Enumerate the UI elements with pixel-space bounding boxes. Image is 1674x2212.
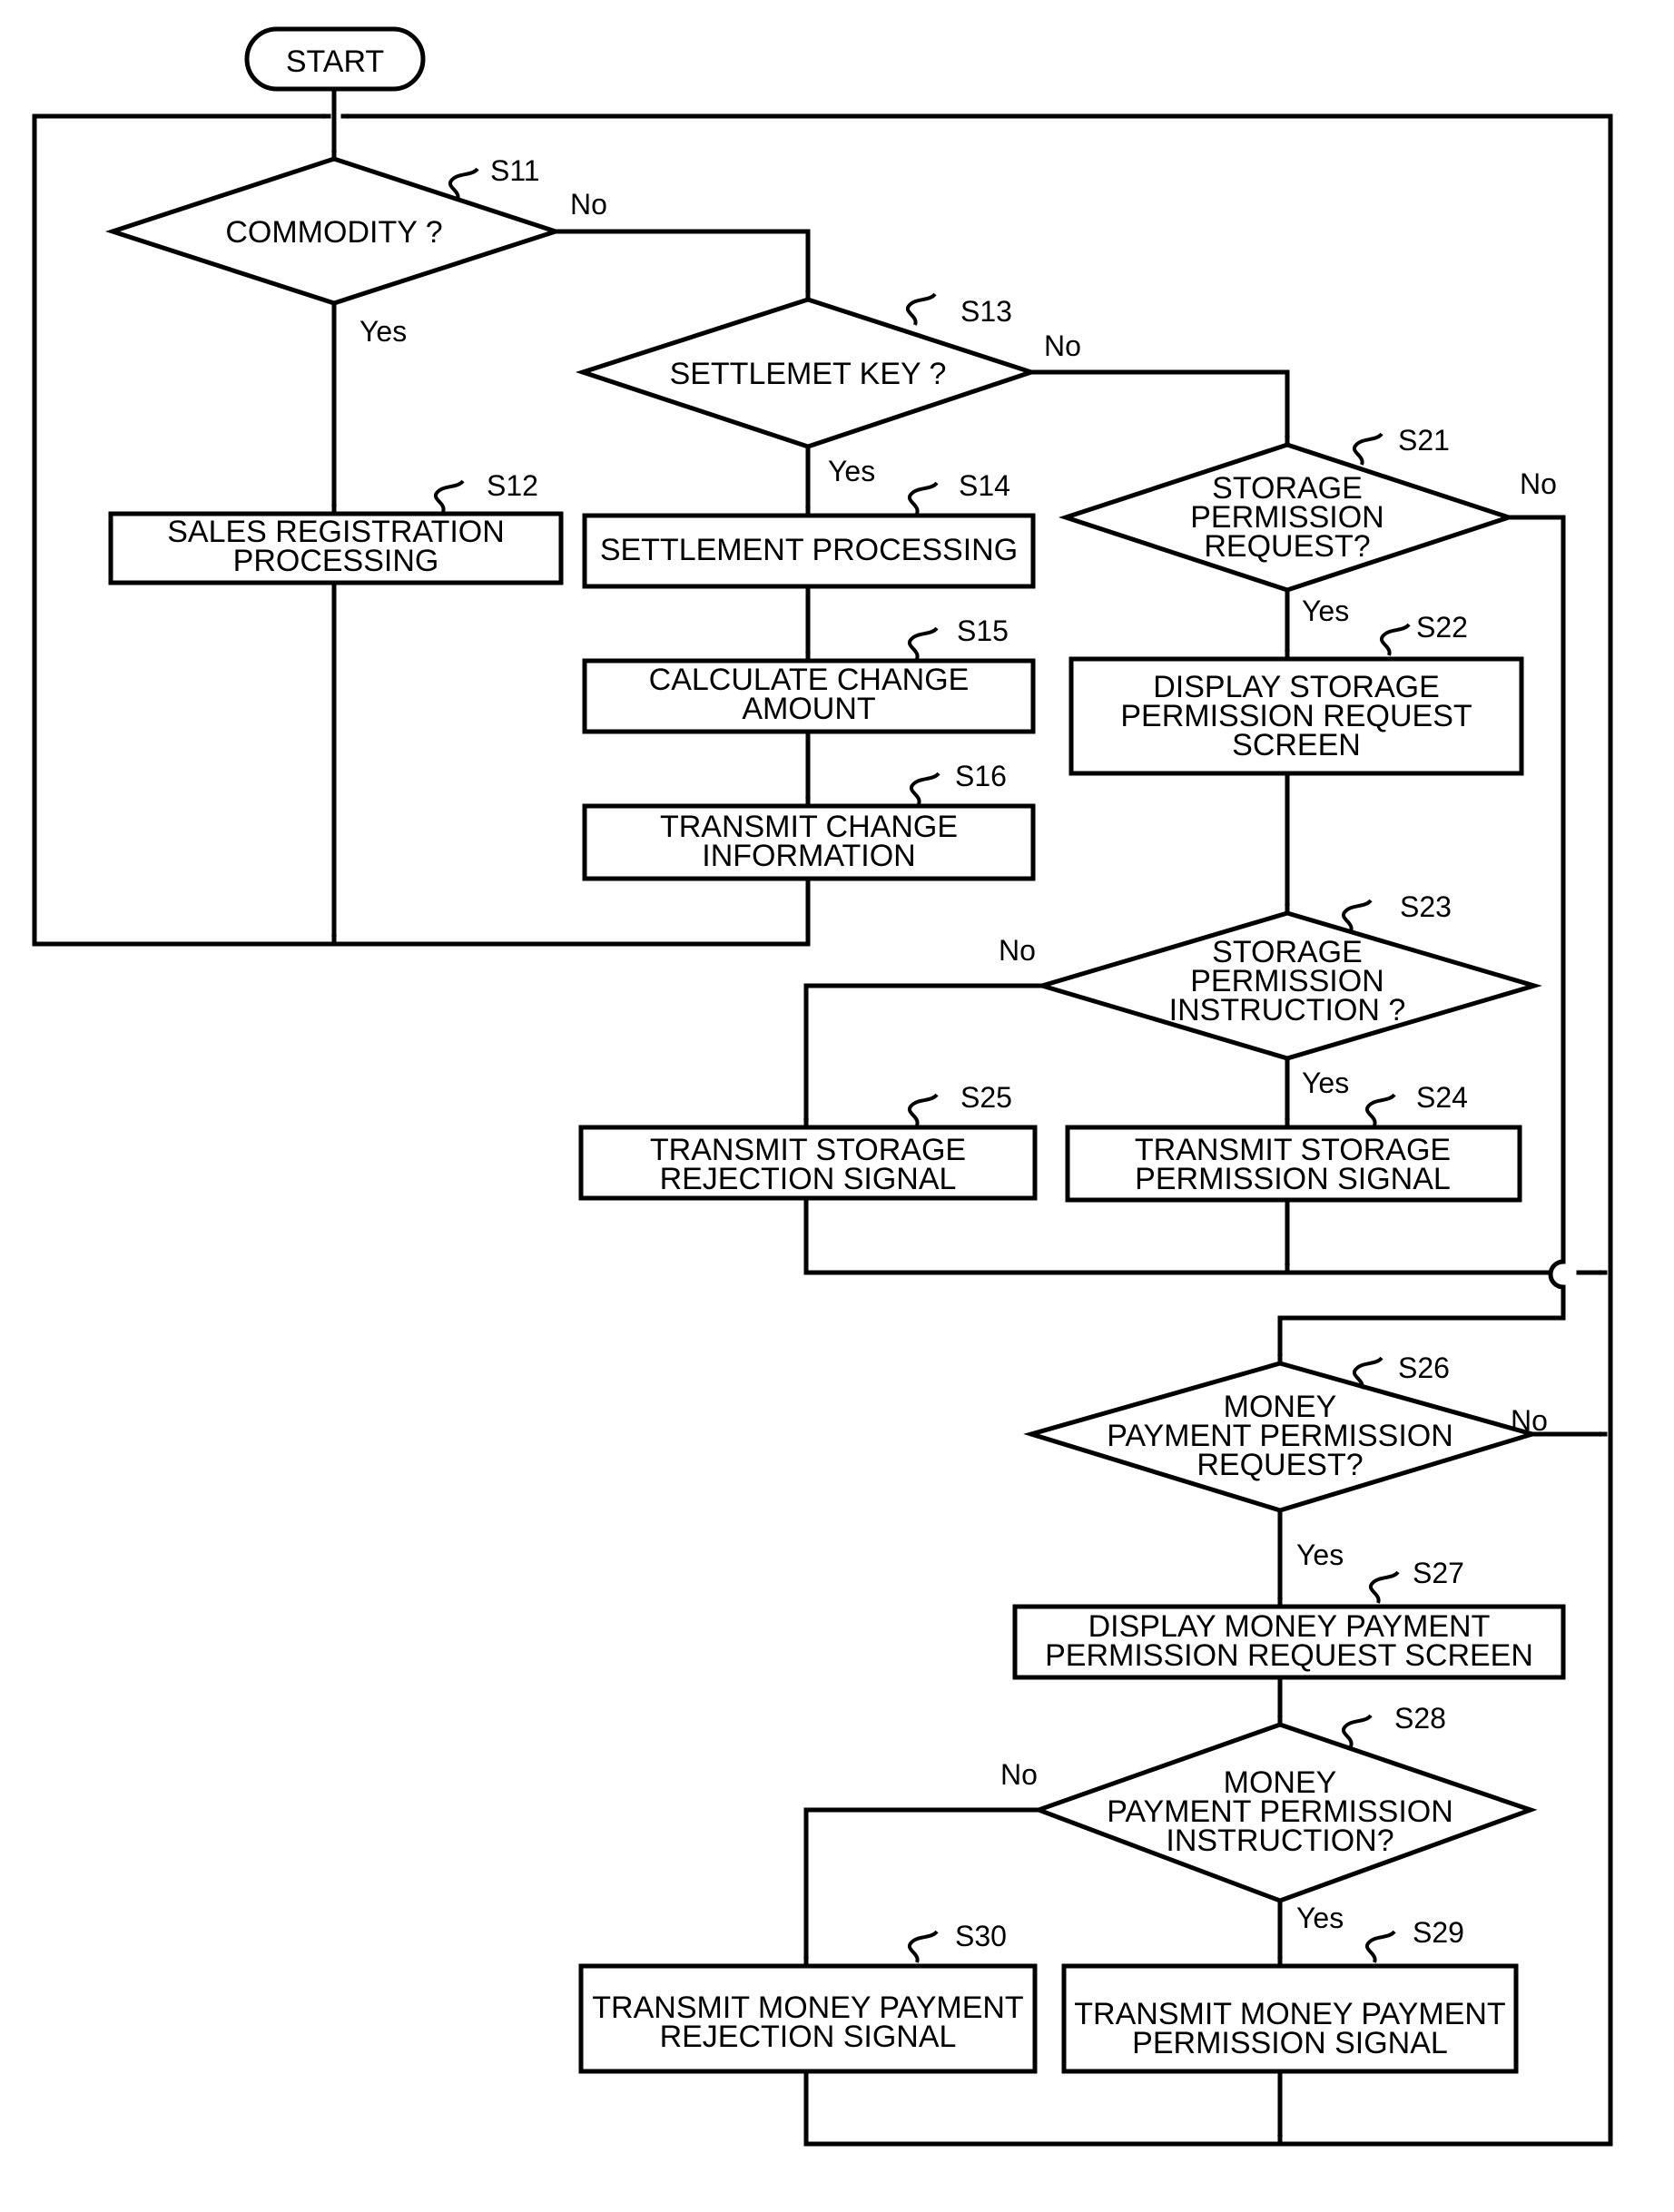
label-line: INSTRUCTION ? [1169, 993, 1406, 1027]
label-line: COMMODITY ? [225, 215, 442, 250]
line-s30-merge [806, 2071, 1280, 2144]
label-line: REQUEST? [1204, 529, 1370, 564]
process-s24: TRANSMIT STORAGEPERMISSION SIGNAL [1068, 1127, 1520, 1200]
s11-no-label: No [570, 188, 607, 221]
process-s30: TRANSMIT MONEY PAYMENTREJECTION SIGNAL [581, 1966, 1035, 2071]
label-line: SCREEN [1232, 728, 1361, 762]
process-s14: SETTLEMENT PROCESSING [585, 516, 1033, 586]
s28-id: S28 [1394, 1702, 1446, 1735]
s24-text: TRANSMIT STORAGEPERMISSION SIGNAL [1135, 1133, 1451, 1196]
label-line: REJECTION SIGNAL [660, 1162, 957, 1196]
label-line: SETTLEMET KEY ? [670, 357, 947, 391]
label-line: PERMISSION SIGNAL [1135, 1162, 1451, 1196]
label-line: INFORMATION [702, 839, 915, 873]
process-s25: TRANSMIT STORAGEREJECTION SIGNAL [581, 1127, 1035, 1198]
start-terminal: START [247, 29, 423, 89]
decision-s21: STORAGEPERMISSIONREQUEST? [1066, 445, 1509, 590]
s24-id: S24 [1416, 1081, 1468, 1114]
s26-yes-label: Yes [1296, 1539, 1344, 1571]
s27-id: S27 [1413, 1557, 1464, 1589]
process-s15: CALCULATE CHANGEAMOUNT [585, 661, 1033, 732]
process-s29: TRANSMIT MONEY PAYMENTPERMISSION SIGNAL [1064, 1966, 1516, 2071]
s14-text: SETTLEMENT PROCESSING [600, 533, 1018, 567]
label-line: INSTRUCTION? [1166, 1824, 1393, 1858]
s23-no-label: No [999, 934, 1036, 967]
s26-id: S26 [1398, 1352, 1450, 1384]
process-s27: DISPLAY MONEY PAYMENTPERMISSION REQUEST … [1015, 1607, 1563, 1677]
label-line: PROCESSING [233, 544, 439, 578]
s21-yes-label: Yes [1302, 595, 1349, 627]
s28-no-label: No [1000, 1758, 1038, 1791]
s28-yes-label: Yes [1296, 1902, 1344, 1934]
label-line: REQUEST? [1196, 1448, 1363, 1482]
s23-yes-label: Yes [1302, 1067, 1349, 1099]
s26-no-label: No [1511, 1404, 1548, 1437]
s29-text: TRANSMIT MONEY PAYMENTPERMISSION SIGNAL [1074, 1997, 1505, 2060]
s30-id: S30 [955, 1920, 1007, 1952]
s27-text: DISPLAY MONEY PAYMENTPERMISSION REQUEST … [1045, 1609, 1533, 1673]
s13-no-label: No [1044, 329, 1081, 362]
s13-text: SETTLEMET KEY ? [670, 357, 947, 391]
s21-text: STORAGEPERMISSIONREQUEST? [1190, 471, 1384, 564]
line-s25-merge [806, 1198, 1548, 1273]
s29-id: S29 [1413, 1916, 1464, 1949]
s11-text: COMMODITY ? [225, 215, 442, 250]
s16-text: TRANSMIT CHANGEINFORMATION [660, 810, 958, 873]
s11-id: S11 [490, 154, 540, 187]
label-line: REJECTION SIGNAL [660, 2020, 957, 2054]
line-s16-join [334, 879, 808, 944]
start-label: START [286, 44, 384, 79]
s21-no-label: No [1520, 467, 1557, 500]
step-labels: S11 S12 S13 S14 S15 S16 S21 S22 S23 S24 … [436, 154, 1468, 1962]
decision-s28: MONEYPAYMENT PERMISSIONINSTRUCTION? [1039, 1725, 1531, 1901]
s23-id: S23 [1400, 890, 1452, 923]
s22-id: S22 [1416, 611, 1468, 644]
label-line: SETTLEMENT PROCESSING [600, 533, 1018, 567]
decision-s11: COMMODITY ? [113, 159, 556, 303]
s25-id: S25 [960, 1081, 1012, 1114]
decision-s26: MONEYPAYMENT PERMISSIONREQUEST? [1031, 1363, 1532, 1510]
label-line: PERMISSION SIGNAL [1132, 2026, 1448, 2060]
s11-yes-label: Yes [359, 315, 407, 348]
s25-text: TRANSMIT STORAGEREJECTION SIGNAL [650, 1133, 966, 1196]
s21-id: S21 [1398, 424, 1450, 457]
s16-id: S16 [955, 760, 1007, 792]
label-line: AMOUNT [742, 692, 875, 726]
decision-s23: STORAGEPERMISSIONINSTRUCTION ? [1042, 913, 1534, 1058]
process-s12: SALES REGISTRATIONPROCESSING [111, 514, 561, 583]
label-line: PERMISSION REQUEST SCREEN [1045, 1638, 1533, 1673]
s12-id: S12 [487, 469, 538, 502]
arrow-s13-s21 [1031, 372, 1287, 441]
process-s16: TRANSMIT CHANGEINFORMATION [585, 806, 1033, 879]
process-s22: DISPLAY STORAGEPERMISSION REQUESTSCREEN [1071, 659, 1521, 773]
s14-id: S14 [959, 469, 1010, 502]
s13-id: S13 [960, 295, 1012, 328]
arrow-s11-s13 [556, 231, 808, 296]
s13-yes-label: Yes [828, 455, 875, 487]
s15-id: S15 [957, 614, 1009, 647]
